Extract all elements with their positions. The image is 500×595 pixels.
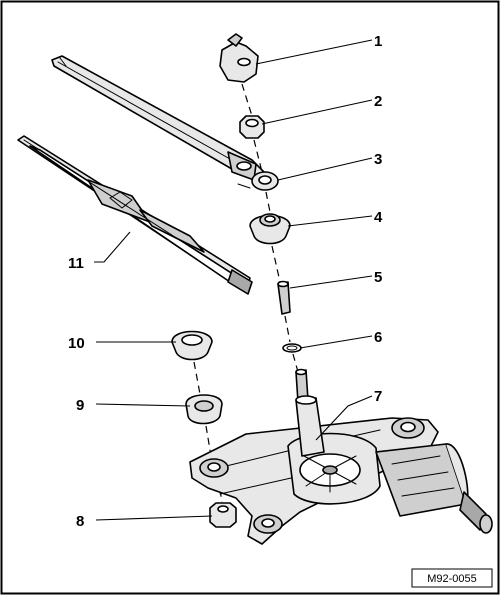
figure-code: M92-0055	[427, 573, 477, 585]
callout-4: 4	[374, 209, 383, 226]
callout-3: 3	[374, 151, 382, 168]
grommet	[171, 330, 213, 361]
callout-7: 7	[374, 388, 382, 405]
callout-9: 9	[76, 397, 84, 414]
wiper-motor	[189, 368, 493, 545]
callout-11: 11	[68, 255, 84, 272]
leader-lines	[94, 39, 373, 521]
figure-code-frame	[411, 568, 493, 588]
callout-6: 6	[374, 329, 382, 346]
cover-cap	[219, 33, 259, 83]
callout-10: 10	[68, 335, 85, 352]
rubber-bushing	[185, 394, 223, 425]
callout-5: 5	[374, 269, 382, 286]
figure-code-box: M92-0055	[411, 568, 493, 588]
arm-pivot-seat	[251, 171, 279, 191]
hex-nut	[239, 115, 265, 139]
callout-2: 2	[374, 93, 382, 110]
o-ring	[282, 343, 302, 353]
callout-1: 1	[374, 33, 382, 50]
callout-8: 8	[76, 513, 84, 530]
spacer-sleeve	[277, 280, 291, 315]
wiper-blade	[17, 135, 253, 295]
rubber-seal-cap	[249, 213, 291, 245]
mounting-nut	[209, 502, 237, 528]
